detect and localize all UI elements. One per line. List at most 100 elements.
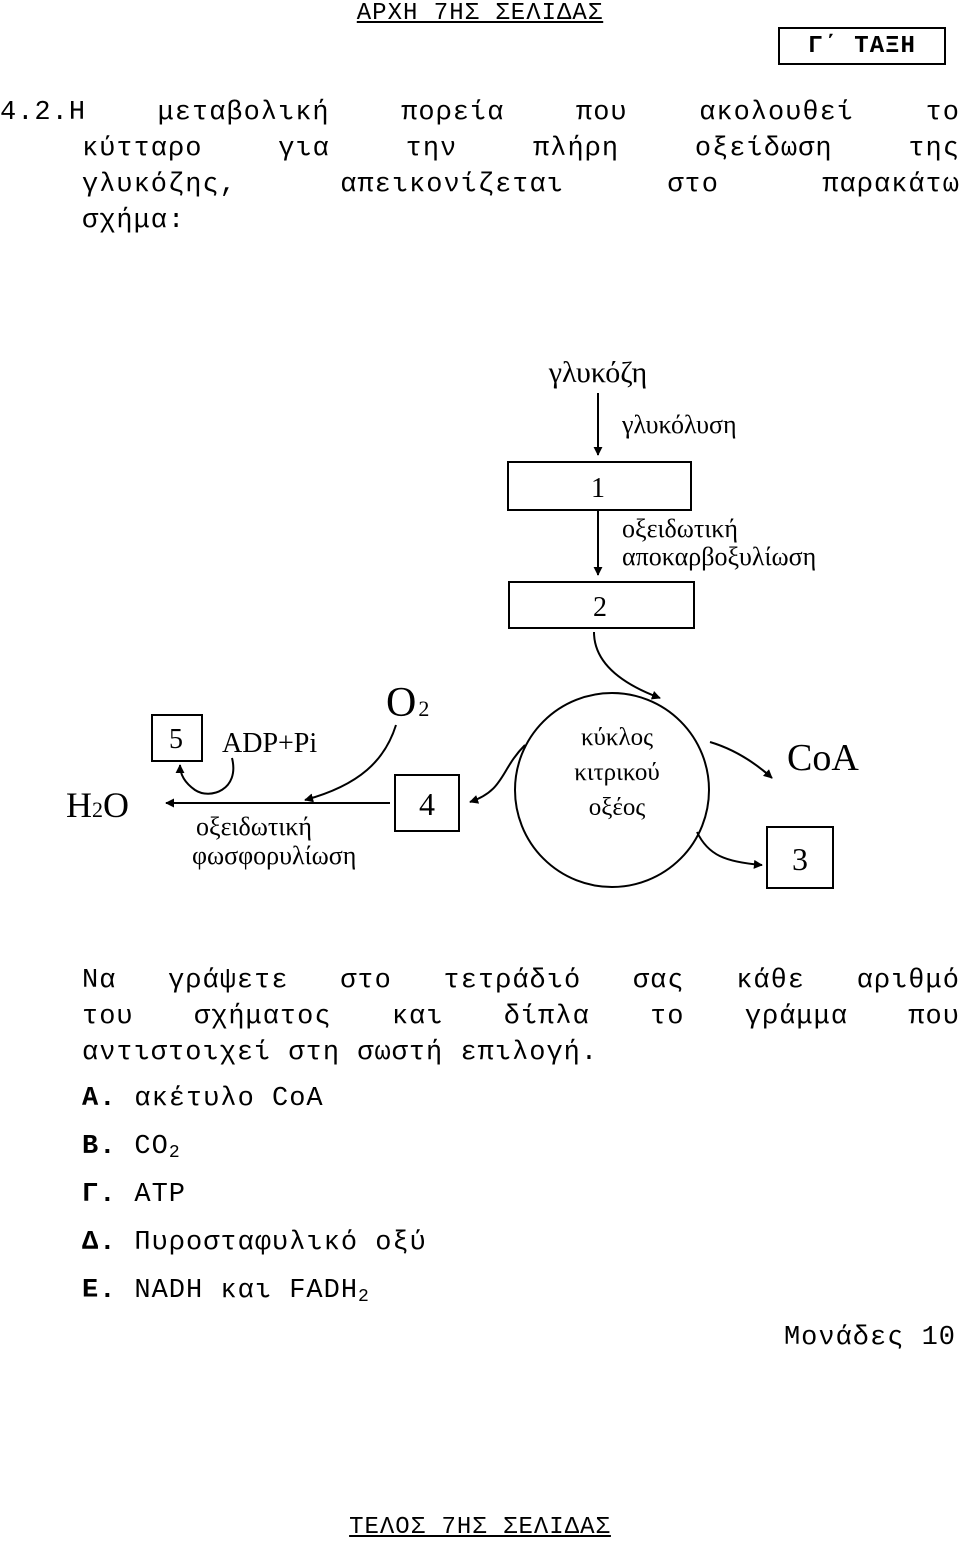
page-footer: ΤΕΛΟΣ 7ΗΣ ΣΕΛΙΔΑΣ: [0, 1514, 960, 1541]
o2-main: O: [386, 680, 416, 726]
o2-label: O2: [386, 680, 429, 726]
option-c: Γ. ATP: [82, 1180, 186, 1210]
option-letter: Γ.: [82, 1180, 117, 1210]
box-4-label: 4: [419, 786, 435, 822]
box-2-label: 2: [593, 592, 607, 623]
question-line-2: κύτταρο για την πλήρη οξείδωση της: [82, 134, 960, 164]
question-word: ακολουθεί: [699, 98, 855, 128]
option-text: Πυροσταφυλικό οξύ: [134, 1228, 427, 1258]
instruction-text: αντιστοιχεί στη σωστή επιλογή.: [82, 1038, 599, 1068]
option-letter: Δ.: [82, 1228, 117, 1258]
box-5: [151, 714, 203, 762]
box-1: [507, 461, 692, 511]
glucose-label: γλυκόζη: [548, 356, 648, 389]
instruction-word: του: [82, 1002, 134, 1032]
cycle-to-coa-arrow: [709, 741, 773, 779]
question-word: οξείδωση: [694, 134, 833, 164]
question-number: 4.2.: [0, 98, 69, 128]
instruction-word: Να: [82, 966, 117, 996]
option-subscript: 2: [358, 1287, 370, 1307]
option-a: Α. ακέτυλο CoA: [82, 1084, 324, 1114]
oxidative-decarboxylation-line1: οξειδωτική: [622, 514, 738, 543]
instruction-word: σχήματος: [193, 1002, 332, 1032]
box2-to-cycle-arrow: [593, 631, 661, 700]
instruction-word: που: [908, 1002, 960, 1032]
oxidative-decarboxylation-line2: αποκαρβοξυλίωση: [622, 542, 816, 571]
h2o-label: H2O: [66, 785, 129, 825]
question-word: μεταβολική: [157, 98, 330, 128]
adp-to-box5-arrow: [175, 757, 235, 795]
instruction-line-2: του σχήματος και δίπλα το γράμμα που: [82, 1002, 960, 1032]
instruction-line-1: Να γράψετε στο τετράδιό σας κάθε αριθμό: [82, 966, 960, 996]
question-word: πορεία: [401, 98, 505, 128]
question-word: απεικονίζεται: [340, 170, 564, 200]
question-line-1: 4.2.Η μεταβολική πορεία που ακολουθεί το: [0, 98, 960, 128]
page-footer-text: ΤΕΛΟΣ 7ΗΣ ΣΕΛΙΔΑΣ: [349, 1514, 611, 1541]
instruction-word: το: [650, 1002, 685, 1032]
option-subscript: 2: [168, 1143, 181, 1163]
question-word: σχήμα:: [82, 206, 186, 236]
class-label: Γ΄ ΤΑΞΗ: [808, 32, 916, 60]
oxidative-phosphorylation-line2: φωσφορυλίωση: [192, 841, 356, 870]
question-word: γλυκόζης,: [82, 170, 237, 200]
question-line-3: γλυκόζης, απεικονίζεται στο παρακάτω: [82, 170, 960, 200]
instruction-word: γράψετε: [168, 966, 289, 996]
question-line-4: σχήμα:: [82, 206, 482, 236]
option-b: Β. CO2: [82, 1132, 181, 1163]
question-word: πλήρη: [533, 134, 620, 164]
box-2: [508, 581, 695, 629]
marks-label: Μονάδες 10: [783, 1323, 956, 1353]
question-word: που: [576, 98, 628, 128]
cycle-label-line3: οξέος: [589, 794, 646, 821]
option-e: Ε. NADH και FADH2: [82, 1276, 370, 1307]
citric-acid-cycle: [514, 692, 710, 888]
cycle-to-box4-arrow: [469, 744, 526, 804]
question-word: παρακάτω: [822, 170, 960, 200]
instruction-word: στο: [340, 966, 392, 996]
question-word: την: [405, 134, 458, 164]
option-text: ακέτυλο CoA: [134, 1084, 324, 1114]
question-word: το: [925, 98, 960, 128]
metabolic-pathway-diagram: γλυκόζη γλυκόλυση 1 οξειδωτική αποκαρβοξ…: [66, 356, 859, 889]
o2-subscript: 2: [418, 696, 429, 721]
h2o-h: H: [66, 785, 92, 825]
h2o-o: O: [103, 785, 129, 825]
question-word: στο: [667, 170, 719, 200]
page-header-text: ΑΡΧΗ 7ΗΣ ΣΕΛΙΔΑΣ: [356, 0, 604, 27]
instruction-word: και: [391, 1002, 444, 1032]
instruction-word: τετράδιό: [443, 966, 582, 996]
instruction-word: δίπλα: [503, 1002, 590, 1032]
instruction-word: αριθμό: [856, 966, 960, 996]
instruction-word: κάθε: [736, 966, 805, 996]
h2o-subscript: 2: [92, 797, 103, 822]
option-letter: Α.: [82, 1084, 117, 1114]
question-word: κύτταρο: [82, 134, 203, 164]
instruction-word: σας: [632, 966, 685, 996]
option-letter: Β.: [82, 1132, 117, 1162]
instruction-word: γράμμα: [744, 1002, 849, 1032]
adp-label: ADP+Pi: [222, 728, 317, 759]
cycle-label-line1: κύκλος: [581, 724, 653, 751]
o2-arrow: [304, 724, 397, 803]
option-d: Δ. Πυροσταφυλικό οξύ: [82, 1228, 427, 1258]
box-5-label: 5: [169, 724, 183, 755]
coa-label: CoA: [787, 737, 859, 779]
glycolysis-label: γλυκόλυση: [621, 410, 737, 439]
question-word: για: [278, 134, 330, 164]
question-word: της: [908, 134, 960, 164]
option-text: CO: [134, 1132, 169, 1162]
option-text: NADH και FADH: [134, 1276, 359, 1306]
question-word: Η: [68, 98, 87, 128]
class-label-box: Γ΄ ΤΑΞΗ: [778, 27, 946, 65]
box-1-label: 1: [591, 473, 605, 504]
cycle-label-line2: κιτρικού: [574, 759, 660, 786]
page-header: ΑΡΧΗ 7ΗΣ ΣΕΛΙΔΑΣ: [0, 0, 960, 27]
oxidative-phosphorylation-line1: οξειδωτική: [196, 812, 312, 841]
option-text: ATP: [134, 1180, 187, 1210]
box-4: [394, 774, 460, 832]
box-3-label: 3: [792, 841, 808, 877]
cycle-to-box3-arrow: [696, 831, 763, 869]
box-3: [766, 826, 834, 889]
instruction-line-3: αντιστοιχεί στη σωστή επιλογή.: [82, 1038, 960, 1068]
option-letter: Ε.: [82, 1276, 117, 1306]
